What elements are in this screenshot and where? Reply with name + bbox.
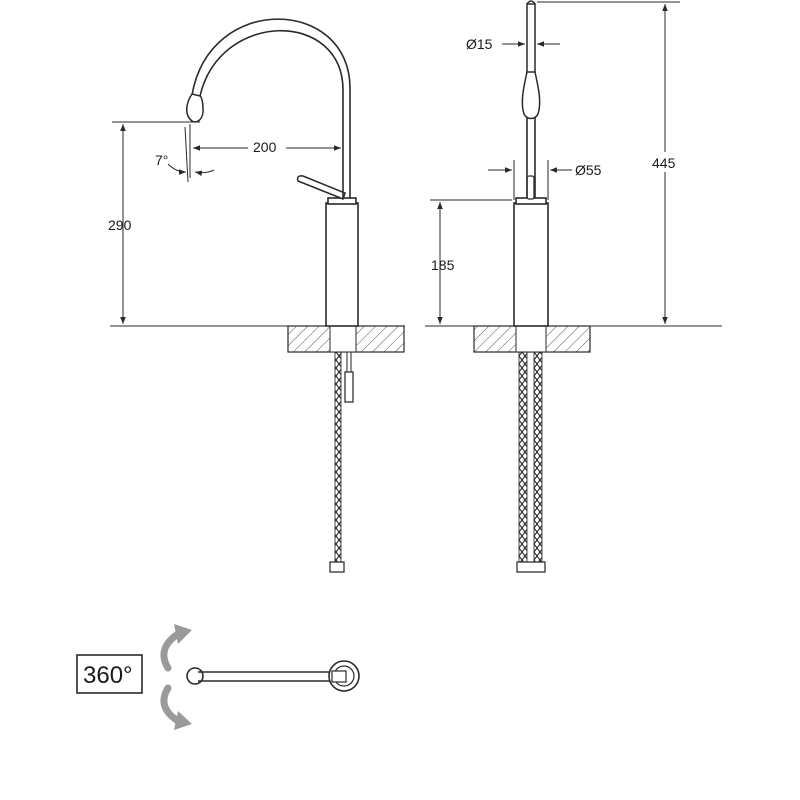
faucet-body-side [325,202,359,327]
mount-hole-left [329,325,357,353]
dim-185: 185 [431,257,455,273]
lever-top-view [331,670,347,683]
side-view: 290 200 7° [108,18,405,573]
spout-outlet-drop [186,93,204,123]
dim-d55: Ø55 [575,162,602,178]
supply-hose-left [334,351,342,565]
curved-arrows-icon [160,624,192,730]
rotation-detail: 360° [76,624,360,730]
dim-290: 290 [108,217,132,233]
spout-top-curve [526,0,536,5]
angle-line [184,126,189,183]
rod-coupling-left [344,371,354,403]
dim-445-bg [650,152,682,172]
dim-angle: 7° [155,152,168,168]
spout-outlet-front [521,71,541,120]
angle-arc-left [167,163,187,175]
supply-hose-right-b [533,351,543,565]
mount-hole-right [515,325,547,353]
spout-tube-top [526,3,536,75]
faucet-body-front [513,202,549,327]
dim-200-bg [248,138,286,156]
rotation-label-box [76,654,143,694]
lever-handle [296,175,346,200]
hose-nut-left [329,561,345,573]
rotation-label: 360° [83,662,133,689]
spout-outer [191,18,351,198]
spout-inner [199,29,344,198]
lever-front [526,175,535,200]
front-view: Ø15 Ø55 185 445 [425,0,722,573]
supply-hose-right-a [518,351,528,565]
rod-left [346,351,352,375]
angle-arc-right [194,169,215,177]
dim-200: 200 [253,139,277,155]
dim-445: 445 [652,155,676,171]
dim-d15: Ø15 [466,36,493,52]
hose-nuts-right [516,561,546,573]
